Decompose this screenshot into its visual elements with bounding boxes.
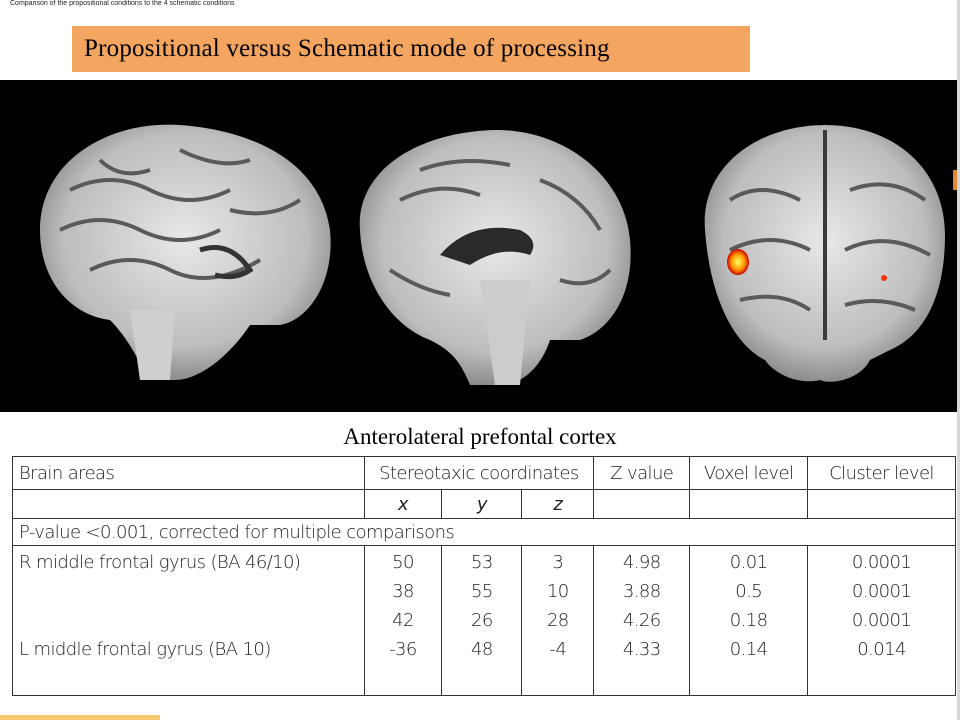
- subheader-empty: [593, 489, 691, 519]
- subheader-empty: [807, 489, 956, 519]
- brain-lateral-view: [40, 124, 331, 381]
- header-z-value: Z value: [593, 456, 691, 490]
- cell-z-value: 3.88: [622, 581, 661, 602]
- cell-voxel: 0.01: [729, 552, 768, 573]
- cell-z: 3: [552, 552, 564, 573]
- column-y: 53 55 26 48: [441, 545, 523, 696]
- cell-z: 28: [546, 610, 569, 631]
- subheader-empty: [689, 489, 809, 519]
- header-voxel-level: Voxel level: [689, 456, 809, 490]
- figure-region-caption: Anterolateral prefontal cortex: [343, 424, 617, 449]
- cell-x: 38: [392, 581, 414, 602]
- column-x: 50 38 42 -36: [363, 545, 443, 696]
- region-label-left-mfg: L middle frontal gyrus (BA 10): [19, 639, 271, 660]
- cell-y: 53: [471, 552, 493, 573]
- region-label-right-mfg: R middle frontal gyrus (BA 46/10): [19, 552, 301, 573]
- slide-title: Propositional versus Schematic mode of p…: [72, 26, 750, 72]
- cell-y: 48: [471, 639, 493, 660]
- bottom-accent-strip: [0, 715, 160, 720]
- column-cluster-level: 0.0001 0.0001 0.0001 0.014: [807, 545, 956, 696]
- header-brain-areas: Brain areas: [12, 456, 365, 490]
- region-labels-cell: R middle frontal gyrus (BA 46/10) L midd…: [12, 545, 365, 696]
- brain-frontal-view: [704, 125, 945, 382]
- cell-z: -4: [549, 639, 567, 660]
- column-z: 3 10 28 -4: [521, 545, 595, 696]
- cell-cluster: 0.014: [857, 639, 906, 660]
- figure-top-caption: Comparison of the propositional conditio…: [10, 0, 235, 7]
- brain-scan-figure: [40, 124, 945, 385]
- brain-medial-view: [359, 130, 631, 385]
- activation-blob-left: [727, 249, 749, 275]
- header-stereotaxic-coordinates: Stereotaxic coordinates: [363, 456, 595, 490]
- column-voxel-level: 0.01 0.5 0.18 0.14: [689, 545, 809, 696]
- cell-voxel: 0.14: [729, 639, 768, 660]
- cell-x: 50: [392, 552, 414, 573]
- activation-dot-right: [881, 275, 887, 281]
- brain-scan-panel: [0, 80, 958, 412]
- header-cluster-level: Cluster level: [807, 456, 956, 490]
- subheader-x: x: [363, 489, 443, 519]
- cell-cluster: 0.0001: [851, 581, 912, 602]
- cell-y: 55: [471, 581, 493, 602]
- column-z-value: 4.98 3.88 4.26 4.33: [593, 545, 691, 696]
- cell-z-value: 4.33: [622, 639, 661, 660]
- cell-x: 42: [392, 610, 414, 631]
- cell-cluster: 0.0001: [851, 610, 912, 631]
- cell-y: 26: [471, 610, 493, 631]
- cell-z: 10: [546, 581, 569, 602]
- cell-z-value: 4.98: [622, 552, 661, 573]
- cell-cluster: 0.0001: [851, 552, 912, 573]
- cell-voxel: 0.18: [729, 610, 768, 631]
- slide-title-text: Propositional versus Schematic mode of p…: [84, 35, 610, 62]
- cell-voxel: 0.5: [735, 581, 763, 602]
- orange-edge-mark: [953, 170, 960, 190]
- subheader-z: z: [521, 489, 595, 519]
- subheader-y: y: [441, 489, 523, 519]
- cell-z-value: 4.26: [622, 610, 661, 631]
- statistics-table: Brain areas Stereotaxic coordinates Z va…: [12, 456, 956, 696]
- cell-x: -36: [389, 639, 417, 660]
- right-edge-strip: [957, 0, 960, 720]
- pvalue-note: P-value <0.001, corrected for multiple c…: [12, 518, 956, 546]
- subheader-empty: [12, 489, 365, 519]
